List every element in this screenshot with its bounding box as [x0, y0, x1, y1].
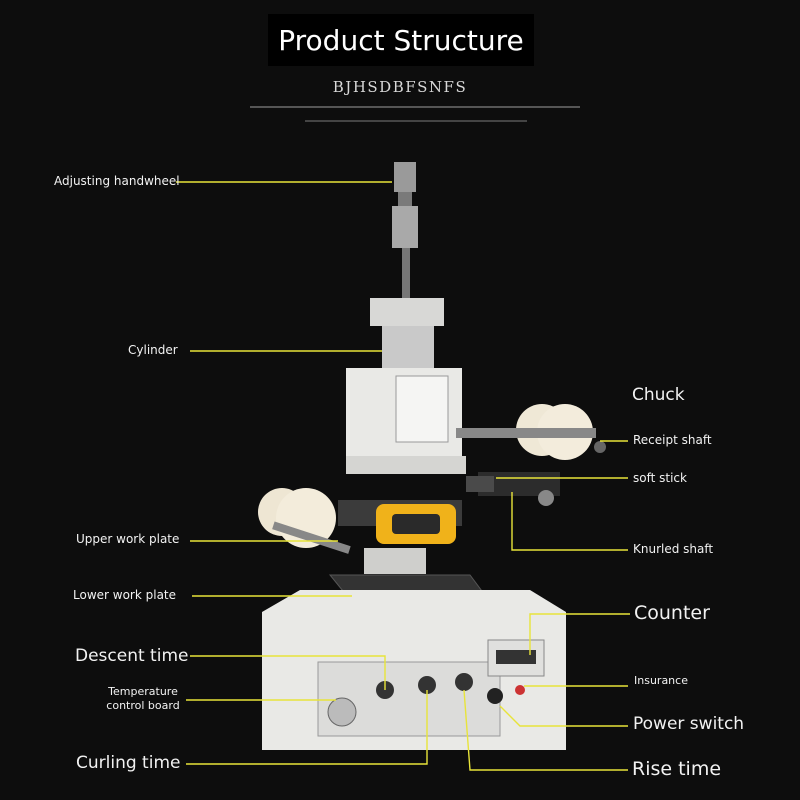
label-cylinder: Cylinder: [128, 343, 178, 357]
label-receipt-shaft: Receipt shaft: [633, 433, 712, 447]
upper-work-plate-assembly: [338, 500, 462, 574]
knurled-shaft-assembly: [466, 472, 560, 506]
leader-rise-time: [463, 689, 628, 771]
label-insurance: Insurance: [634, 674, 688, 687]
left-foil-rollers: [258, 488, 351, 554]
leader-lines: [176, 181, 630, 771]
title-box: Product Structure: [268, 14, 534, 66]
label-curling-time: Curling time: [76, 753, 181, 773]
leader-counter: [529, 613, 630, 655]
label-knurled-shaft: Knurled shaft: [633, 542, 714, 556]
machine-base: [262, 590, 566, 750]
page-title: Product Structure: [278, 23, 524, 57]
label-upper-work-plate: Upper work plate: [76, 532, 180, 546]
label-soft-stick: soft stick: [633, 471, 687, 485]
adjusting-handwheel-rod: [392, 162, 418, 298]
cylinder-body: [370, 298, 444, 368]
chuck-rollers: [456, 404, 606, 460]
decorative-fine-print: [250, 106, 580, 122]
leader-power-switch: [499, 705, 628, 727]
leader-curling-time: [186, 690, 428, 765]
label-rise-time: Rise time: [632, 758, 722, 780]
head-housing: [346, 368, 466, 474]
label-chuck: Chuck: [632, 385, 685, 405]
label-power-switch: Power switch: [633, 714, 745, 734]
label-temperature-control-board: Temperature control board: [106, 685, 180, 712]
label-lower-work-plate: Lower work plate: [73, 588, 177, 602]
leader-knurled-shaft: [511, 492, 628, 551]
leader-descent-time: [190, 655, 386, 690]
label-counter: Counter: [634, 602, 710, 624]
subtitle: BJHSDBFSNFS: [332, 78, 468, 96]
label-descent-time: Descent time: [75, 646, 189, 666]
label-adjusting-handwheel: Adjusting handwheel: [54, 174, 180, 188]
